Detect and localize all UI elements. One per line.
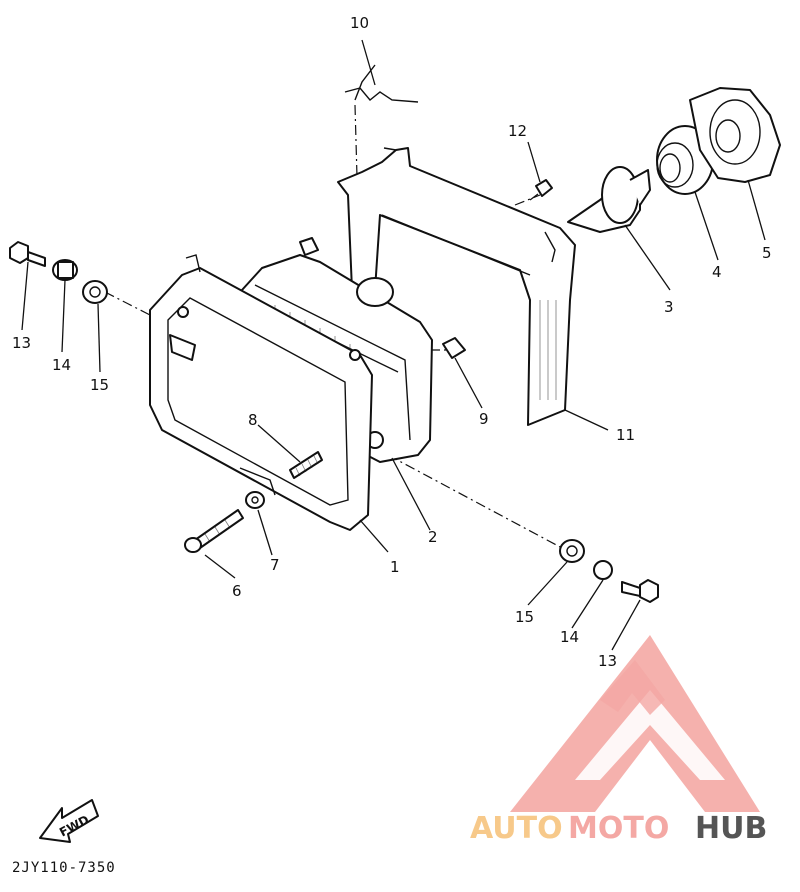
part-14-collar-right bbox=[593, 560, 613, 580]
part-5-socket-cover bbox=[689, 87, 781, 183]
part-9-nut bbox=[442, 337, 466, 359]
watermark-text-hub: HUB bbox=[695, 811, 767, 846]
part-12-screw bbox=[529, 179, 553, 201]
label-3: 3 bbox=[664, 298, 674, 316]
part-15-grommet-left bbox=[82, 280, 108, 304]
part-7-washer bbox=[245, 491, 265, 509]
label-11: 11 bbox=[616, 426, 635, 444]
part-3-bulb bbox=[567, 166, 651, 233]
assembly-axis-lines bbox=[104, 104, 563, 549]
label-7: 7 bbox=[270, 556, 280, 574]
part-13-bolt-right bbox=[621, 579, 659, 603]
label-13-left: 13 bbox=[12, 334, 31, 352]
label-8: 8 bbox=[248, 411, 258, 429]
label-14-right: 14 bbox=[560, 628, 579, 646]
part-13-bolt-left bbox=[9, 241, 46, 267]
watermark-g-mark bbox=[600, 660, 665, 715]
label-1: 1 bbox=[390, 558, 400, 576]
watermark-text-moto: MOTO bbox=[568, 811, 669, 846]
label-15-right: 15 bbox=[515, 608, 534, 626]
part-14-collar-left bbox=[52, 259, 78, 281]
diagram-code: 2JY110-7350 bbox=[12, 860, 116, 876]
label-6: 6 bbox=[232, 582, 242, 600]
part-6-long-screw bbox=[184, 509, 244, 553]
part-10-clip bbox=[344, 64, 419, 103]
leader-lines bbox=[21, 39, 766, 651]
label-12: 12 bbox=[508, 122, 527, 140]
part-8-adjusting-screw bbox=[289, 451, 323, 479]
label-14-left: 14 bbox=[52, 356, 71, 374]
label-2: 2 bbox=[428, 528, 438, 546]
part-number-labels: 1 2 3 4 5 6 7 8 9 10 11 12 13 14 15 13 1… bbox=[12, 14, 772, 670]
label-5: 5 bbox=[762, 244, 772, 262]
part-15-grommet-right bbox=[559, 539, 585, 563]
label-13-right: 13 bbox=[598, 652, 617, 670]
label-10: 10 bbox=[350, 14, 369, 32]
label-15-left: 15 bbox=[90, 376, 109, 394]
label-9: 9 bbox=[479, 410, 489, 428]
watermark-logo: AUTO MOTO HUB bbox=[470, 635, 767, 846]
watermark-text-auto: AUTO bbox=[470, 811, 563, 846]
watermark-triangle-inner bbox=[575, 690, 725, 780]
label-4: 4 bbox=[712, 263, 722, 281]
fwd-direction-arrow: FWD bbox=[39, 799, 99, 843]
